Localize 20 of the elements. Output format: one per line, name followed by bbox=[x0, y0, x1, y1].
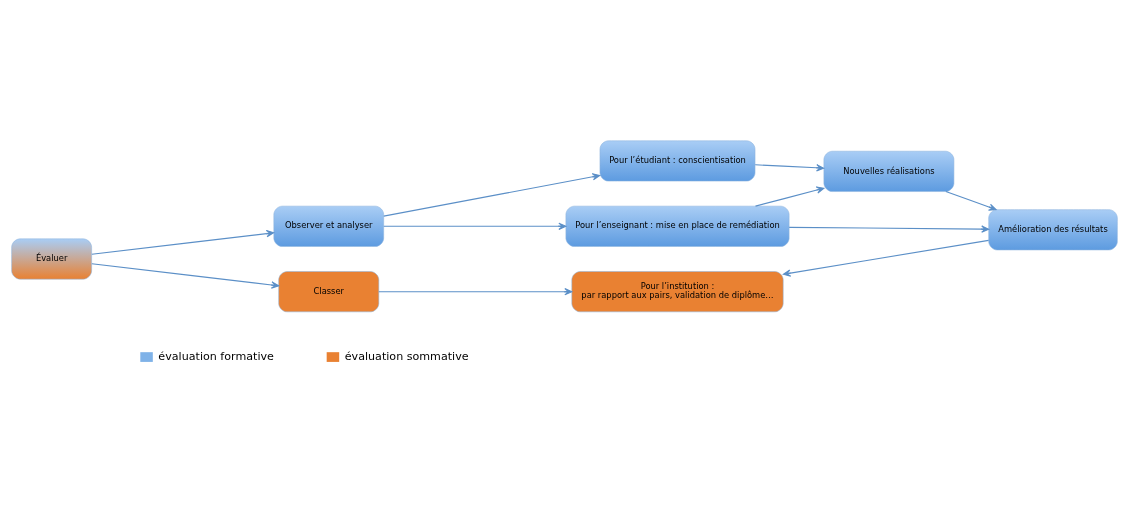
node-box: Observer et analyser bbox=[273, 205, 384, 247]
node-box: Amélioration des résultats bbox=[988, 209, 1118, 251]
arrow bbox=[383, 222, 567, 230]
arrow bbox=[788, 225, 990, 233]
arrow bbox=[91, 229, 275, 255]
legend-label: évaluation formative bbox=[158, 349, 274, 363]
arrow bbox=[945, 191, 997, 211]
arrow bbox=[754, 186, 825, 207]
arrow bbox=[91, 263, 280, 289]
node-box: Pour l’enseignant : mise en place de remédiation bbox=[565, 205, 790, 247]
node-box: Pour l’institution : par rapport aux pairs, validation de diplôme… bbox=[571, 271, 784, 313]
arrow bbox=[378, 288, 573, 296]
node-box: Pour l’étudiant : conscientisation bbox=[599, 140, 756, 182]
legend-label: évaluation sommative bbox=[344, 349, 469, 363]
node-box: Classer bbox=[278, 271, 380, 313]
arrow bbox=[383, 173, 601, 217]
node-box: Nouvelles réalisations bbox=[823, 150, 955, 192]
arrow bbox=[754, 164, 825, 172]
node-box: Évaluer bbox=[11, 238, 92, 280]
arrow bbox=[782, 239, 990, 277]
